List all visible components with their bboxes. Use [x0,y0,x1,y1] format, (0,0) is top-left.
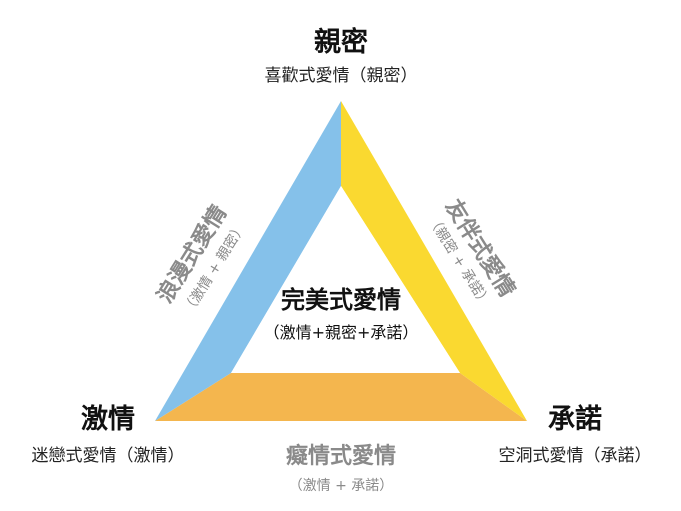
edge-bottom-title: 癡情式愛情 [286,443,396,469]
bottom-edge-band [155,373,527,421]
inner-triangle [231,186,460,373]
vertex-left-subtitle: 迷戀式愛情（激情） [32,446,185,466]
edge-bottom-subtitle: （激情 + 承諾） [289,477,394,494]
vertex-top-subtitle: 喜歡式愛情（親密） [265,66,418,86]
vertex-right-subtitle: 空洞式愛情（承諾） [499,446,652,466]
vertex-left-title: 激情 [81,403,135,435]
vertex-right-title: 承諾 [548,403,602,435]
center-title: 完美式愛情 [281,286,401,314]
center-subtitle: （激情+親密+承諾） [264,323,419,342]
left-edge-band [155,101,341,421]
right-edge-band [341,101,527,421]
vertex-top-title: 親密 [314,26,368,58]
